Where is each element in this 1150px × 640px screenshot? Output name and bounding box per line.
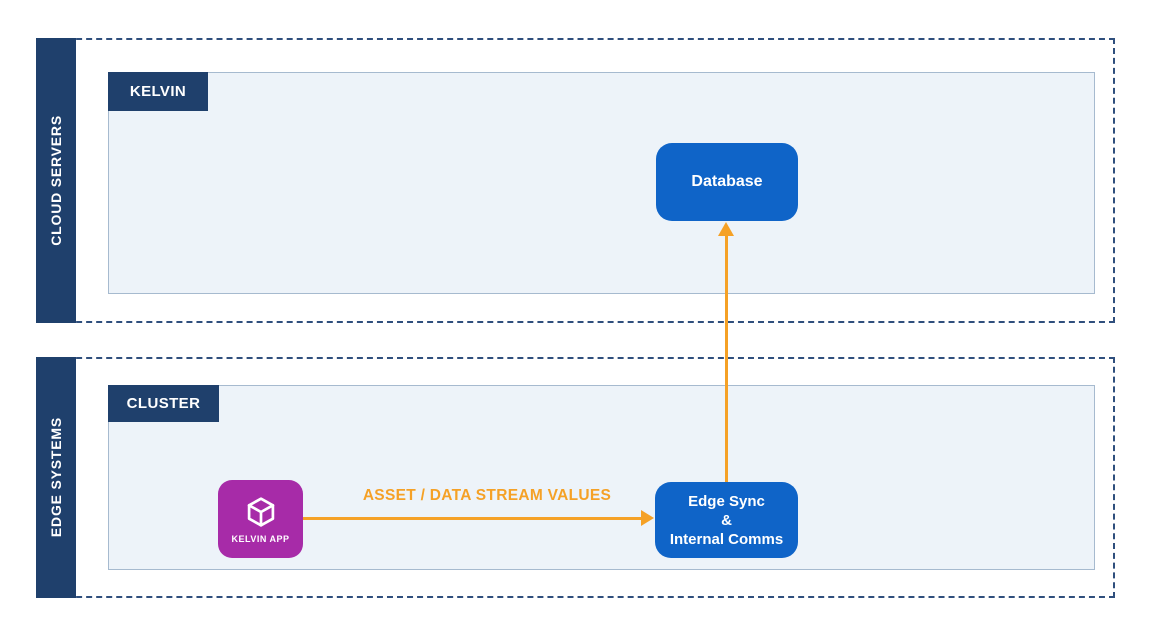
cluster-panel-tab: CLUSTER (108, 385, 219, 422)
kelvin-app-node: KELVIN APP (218, 480, 303, 558)
kelvin-app-label: KELVIN APP (231, 533, 290, 544)
edge-sync-node-line1: Edge Sync (688, 492, 765, 510)
sync-to-database-arrow-line (725, 236, 728, 482)
cluster-panel-tab-label: CLUSTER (126, 395, 201, 412)
edge-sync-node-line2: & (721, 511, 732, 529)
sync-to-database-arrow-head-icon (718, 222, 734, 236)
stream-arrow-head-icon (641, 510, 654, 526)
cloud-servers-sidebar-label: CLOUD SERVERS (48, 115, 64, 246)
cloud-servers-sidebar: CLOUD SERVERS (36, 38, 76, 323)
stream-arrow-line (303, 517, 642, 520)
kelvin-panel-tab: KELVIN (108, 72, 208, 111)
kelvin-panel (108, 72, 1095, 294)
edge-systems-sidebar: EDGE SYSTEMS (36, 357, 76, 598)
database-node: Database (656, 143, 798, 221)
edge-sync-node: Edge Sync & Internal Comms (655, 482, 798, 558)
kelvin-panel-tab-label: KELVIN (129, 83, 187, 100)
cube-icon (247, 496, 274, 527)
edge-systems-sidebar-label: EDGE SYSTEMS (48, 417, 64, 538)
stream-arrow-label: ASSET / DATA STREAM VALUES (362, 487, 612, 504)
database-node-label: Database (691, 173, 763, 190)
edge-sync-node-line3: Internal Comms (669, 530, 784, 548)
